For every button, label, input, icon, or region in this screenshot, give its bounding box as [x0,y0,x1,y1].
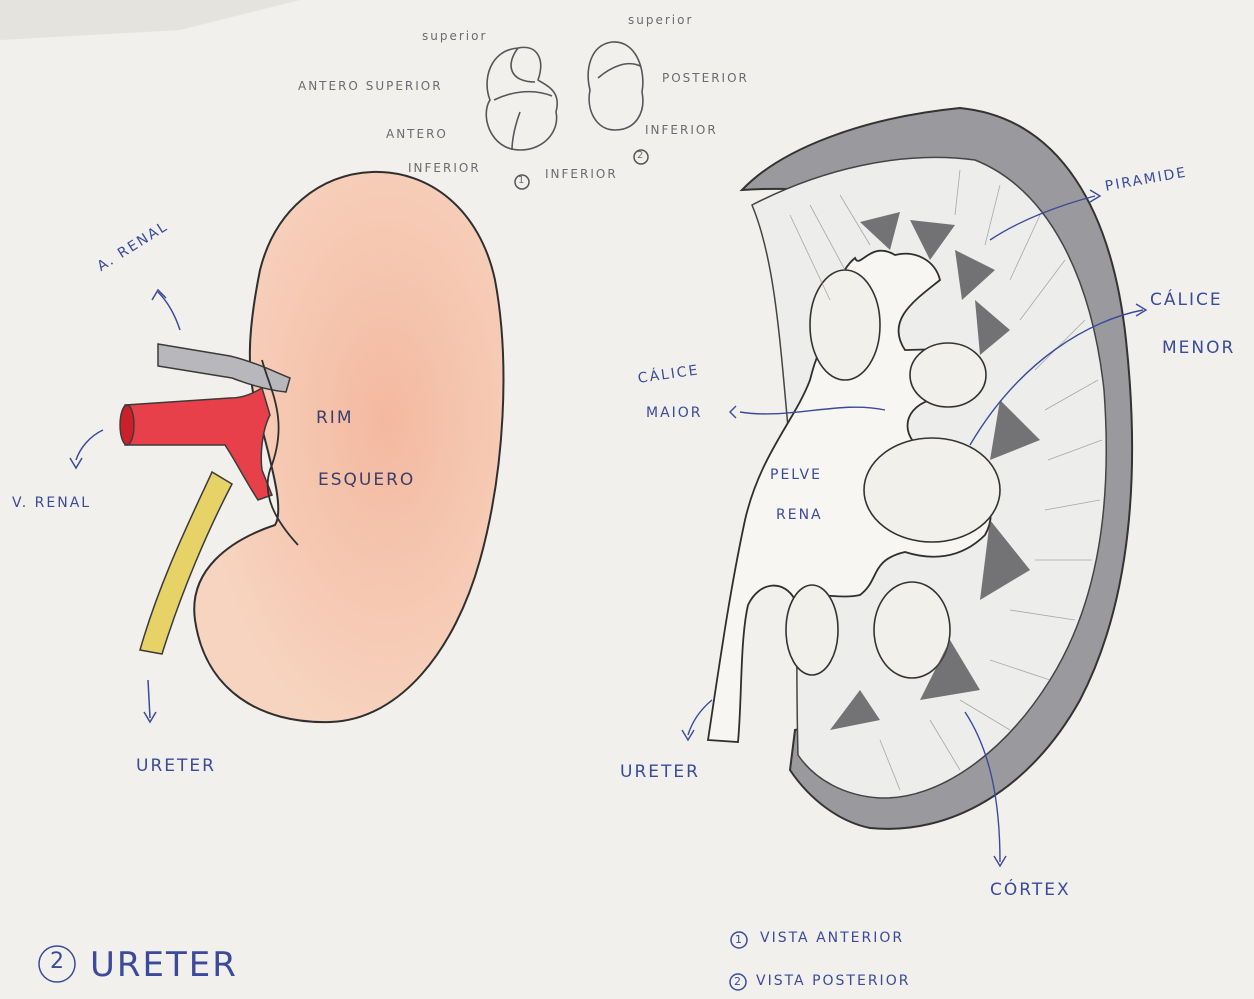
label-inferior-2: INFERIOR [645,124,718,136]
label-ureter-left: URETER [136,758,216,775]
label-renal-vein: V. RENAL [12,496,91,510]
label-antero-superior: ANTERO SUPERIOR [298,80,443,92]
minor-calyx [786,585,838,675]
label-kidney-1: RIM [316,410,354,427]
legend-number-2: 2 [734,976,741,987]
minor-calyx [910,343,986,407]
label-calice-menor-1: CÁLICE [1150,292,1223,309]
footer-title: URETER [90,948,238,982]
minor-calyx [810,270,880,380]
label-calice-menor-2: MENOR [1162,340,1235,357]
label-inferior-1b: INFERIOR [545,168,618,180]
label-pelve-1: PELVE [770,468,822,482]
footer-title-number: 2 [50,951,64,973]
label-antero: ANTERO [386,128,448,140]
label-calice-maior-2: MAIOR [646,406,703,420]
legend-anterior: VISTA ANTERIOR [760,931,904,945]
legend-posterior: VISTA POSTERIOR [756,974,910,988]
label-cortex: CÓRTEX [990,882,1071,899]
label-inferior-1a: INFERIOR [408,162,481,174]
legend-number-1: 1 [735,934,742,945]
label-ureter-right: URETER [620,764,700,781]
segment-view-number-2: 2 [637,151,643,161]
renal-vein-opening [120,405,134,445]
label-posterior: POSTERIOR [662,72,749,84]
label-superior-1: superior [422,30,487,42]
label-kidney-2: ESQUERO [318,472,415,489]
label-pelve-2: RENA [776,508,823,522]
label-superior-2: superior [628,14,693,26]
minor-calyx [864,438,1000,542]
segment-view-number-1: 1 [518,176,524,186]
